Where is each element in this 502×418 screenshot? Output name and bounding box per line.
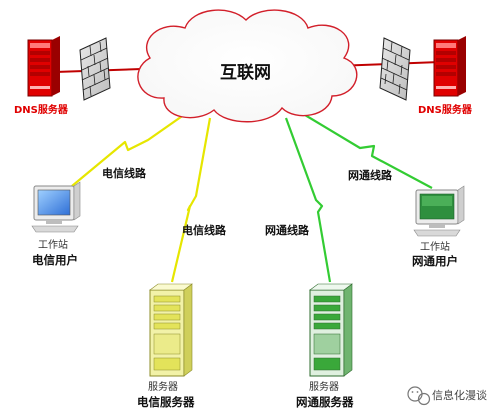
workstation-right [413, 185, 465, 237]
netcom-server [309, 283, 353, 377]
dns-server-left [27, 36, 60, 97]
firewall-right [379, 37, 411, 101]
cloud-label: 互联网 [220, 63, 271, 83]
dns-left-label: DNS服务器 [14, 105, 68, 116]
netcom-line-upper-label: 网通线路 [348, 169, 392, 182]
internet-cloud [137, 9, 358, 123]
netcom-server-caption: 服务器 [309, 382, 339, 393]
firewall-left [79, 37, 111, 101]
telecom-user-label: 电信用户 [32, 253, 78, 267]
netcom-line-to-server [284, 117, 332, 283]
telecom-line-lower-label: 电信线路 [182, 224, 226, 237]
netcom-line-to-user [299, 111, 433, 189]
dns-server-right [433, 36, 466, 97]
telecom-server [149, 283, 193, 377]
telecom-links [71, 111, 212, 283]
telecom-line-to-server [170, 117, 212, 283]
workstation-right-caption: 工作站 [420, 242, 450, 253]
netcom-server-label: 网通服务器 [296, 395, 354, 409]
telecom-line-to-user [71, 111, 189, 187]
dns-right-label: DNS服务器 [418, 105, 472, 116]
telecom-line-upper-label: 电信线路 [102, 167, 146, 180]
netcom-line-lower-label: 网通线路 [265, 224, 309, 237]
workstation-left [31, 181, 81, 233]
watermark-text: 信息化漫谈 [432, 389, 487, 402]
telecom-server-caption: 服务器 [148, 382, 178, 393]
workstation-left-caption: 工作站 [38, 240, 68, 251]
netcom-user-label: 网通用户 [412, 254, 458, 268]
telecom-server-label: 电信服务器 [137, 395, 195, 409]
netcom-links [284, 111, 433, 283]
wechat-icon [407, 386, 431, 406]
